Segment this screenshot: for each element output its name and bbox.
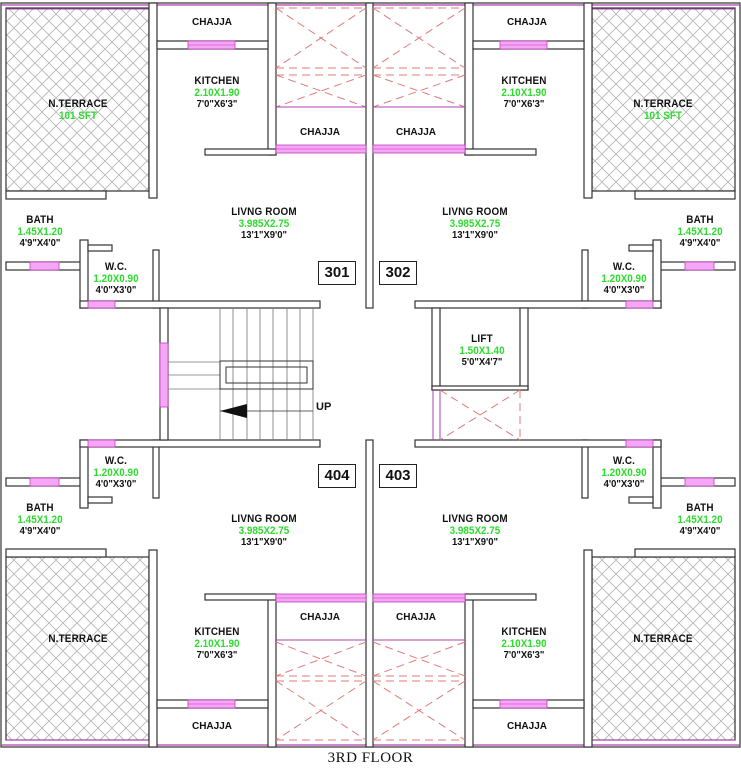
stair-up-label: UP: [316, 401, 332, 413]
room-imperial: 13'1"X9'0": [451, 536, 499, 549]
room-metric: 3.985X2.75: [449, 524, 501, 537]
living-302-label: LIVNG ROOM 3.985X2.75 13'1"X9'0": [439, 206, 512, 242]
bath-301-label: BATH 1.45X1.20 4'9"X4'0": [15, 214, 65, 250]
flat-number-302[interactable]: 302: [379, 261, 417, 285]
room-name: BATH: [686, 214, 714, 226]
stair-up-arrow-icon: [220, 404, 247, 418]
room-imperial: 5'0"X4'7": [461, 356, 503, 369]
terrace-301: [5, 7, 150, 192]
room-imperial: 4'9"X4'0": [19, 525, 61, 538]
room-name: BATH: [26, 502, 54, 514]
room-imperial: 4'9"X4'0": [19, 237, 61, 250]
room-imperial: 13'1"X9'0": [240, 229, 288, 242]
kitchen-302-label: KITCHEN 2.10X1.90 7'0"X6'3": [499, 75, 549, 111]
room-imperial: 7'0"X6'3": [196, 98, 238, 111]
flat-number-301[interactable]: 301: [318, 261, 356, 285]
room-metric: 2.10X1.90: [194, 86, 240, 99]
room-imperial: 4'9"X4'0": [679, 525, 721, 538]
room-metric: 1.45X1.20: [677, 225, 723, 238]
room-name: KITCHEN: [501, 626, 547, 638]
room-metric: 2.10X1.90: [501, 86, 547, 99]
living-403-label: LIVNG ROOM 3.985X2.75 13'1"X9'0": [439, 513, 512, 549]
room-name: LIFT: [471, 333, 493, 345]
room-metric: 1.50X1.40: [459, 344, 505, 357]
room-imperial: 7'0"X6'3": [503, 98, 545, 111]
kitchen-403-label: KITCHEN 2.10X1.90 7'0"X6'3": [499, 626, 549, 662]
flat-number-404[interactable]: 404: [318, 464, 356, 488]
room-metric: 1.20X0.90: [93, 272, 139, 285]
room-imperial: 4'9"X4'0": [679, 237, 721, 250]
terrace-404: [5, 556, 150, 741]
chajja-label: CHAJJA: [506, 17, 548, 28]
room-name: KITCHEN: [194, 75, 240, 87]
living-404-label: LIVNG ROOM 3.985X2.75 13'1"X9'0": [228, 513, 301, 549]
chajja-label: CHAJJA: [395, 612, 437, 623]
room-name: BATH: [686, 502, 714, 514]
room-imperial: 13'1"X9'0": [451, 229, 499, 242]
room-name: BATH: [26, 214, 54, 226]
chajja-label: CHAJJA: [395, 127, 437, 138]
room-area: 101 SFT: [59, 109, 97, 122]
bath-403-label: BATH 1.45X1.20 4'9"X4'0": [675, 502, 725, 538]
wc-404-label: W.C. 1.20X0.90 4'0"X3'0": [91, 455, 141, 491]
staircase[interactable]: [168, 308, 314, 440]
lift-label: LIFT 1.50X1.40 5'0"X4'7": [457, 333, 507, 369]
room-metric: 3.985X2.75: [449, 217, 501, 230]
room-name: N.TERRACE: [48, 633, 108, 645]
room-imperial: 4'0"X3'0": [95, 478, 137, 491]
room-name: W.C.: [104, 455, 128, 467]
room-metric: 1.45X1.20: [677, 513, 723, 526]
room-imperial: 13'1"X9'0": [240, 536, 288, 549]
chajja-label: CHAJJA: [299, 127, 341, 138]
terrace-403-label: N.TERRACE: [630, 633, 696, 646]
chajja-label: CHAJJA: [191, 721, 233, 732]
room-metric: 1.20X0.90: [601, 272, 647, 285]
room-metric: 1.20X0.90: [601, 466, 647, 479]
room-metric: 3.985X2.75: [238, 524, 290, 537]
terrace-301-label: N.TERRACE 101 SFT: [45, 98, 111, 122]
room-imperial: 4'0"X3'0": [95, 284, 137, 297]
room-name: N.TERRACE: [633, 98, 693, 110]
room-area: 101 SFT: [644, 109, 682, 122]
room-metric: 1.45X1.20: [17, 225, 63, 238]
kitchen-301-label: KITCHEN 2.10X1.90 7'0"X6'3": [192, 75, 242, 111]
room-metric: 1.45X1.20: [17, 513, 63, 526]
chajja-label: CHAJJA: [299, 612, 341, 623]
wc-403-label: W.C. 1.20X0.90 4'0"X3'0": [599, 455, 649, 491]
floor-title: 3RD FLOOR: [327, 750, 414, 766]
flat-number-403[interactable]: 403: [379, 464, 417, 488]
room-name: LIVNG ROOM: [442, 206, 508, 218]
room-name: N.TERRACE: [48, 98, 108, 110]
room-name: W.C.: [104, 261, 128, 273]
chajja-label: CHAJJA: [191, 17, 233, 28]
room-metric: 1.20X0.90: [93, 466, 139, 479]
bath-302-label: BATH 1.45X1.20 4'9"X4'0": [675, 214, 725, 250]
wc-302-label: W.C. 1.20X0.90 4'0"X3'0": [599, 261, 649, 297]
room-imperial: 7'0"X6'3": [503, 649, 545, 662]
living-301-label: LIVNG ROOM 3.985X2.75 13'1"X9'0": [228, 206, 301, 242]
kitchen-404-label: KITCHEN 2.10X1.90 7'0"X6'3": [192, 626, 242, 662]
room-metric: 3.985X2.75: [238, 217, 290, 230]
terrace-302-label: N.TERRACE 101 SFT: [630, 98, 696, 122]
room-name: KITCHEN: [194, 626, 240, 638]
room-name: LIVNG ROOM: [231, 206, 297, 218]
room-name: KITCHEN: [501, 75, 547, 87]
wc-301-label: W.C. 1.20X0.90 4'0"X3'0": [91, 261, 141, 297]
bath-404-label: BATH 1.45X1.20 4'9"X4'0": [15, 502, 65, 538]
room-name: LIVNG ROOM: [231, 513, 297, 525]
terrace-403: [591, 556, 736, 741]
chajja-label: CHAJJA: [506, 721, 548, 732]
room-name: N.TERRACE: [633, 633, 693, 645]
terrace-302: [591, 7, 736, 192]
room-imperial: 4'0"X3'0": [603, 478, 645, 491]
room-metric: 2.10X1.90: [194, 637, 240, 650]
room-name: W.C.: [612, 455, 636, 467]
room-imperial: 4'0"X3'0": [603, 284, 645, 297]
terrace-404-label: N.TERRACE: [45, 633, 111, 646]
room-metric: 2.10X1.90: [501, 637, 547, 650]
room-imperial: 7'0"X6'3": [196, 649, 238, 662]
room-name: LIVNG ROOM: [442, 513, 508, 525]
room-name: W.C.: [612, 261, 636, 273]
